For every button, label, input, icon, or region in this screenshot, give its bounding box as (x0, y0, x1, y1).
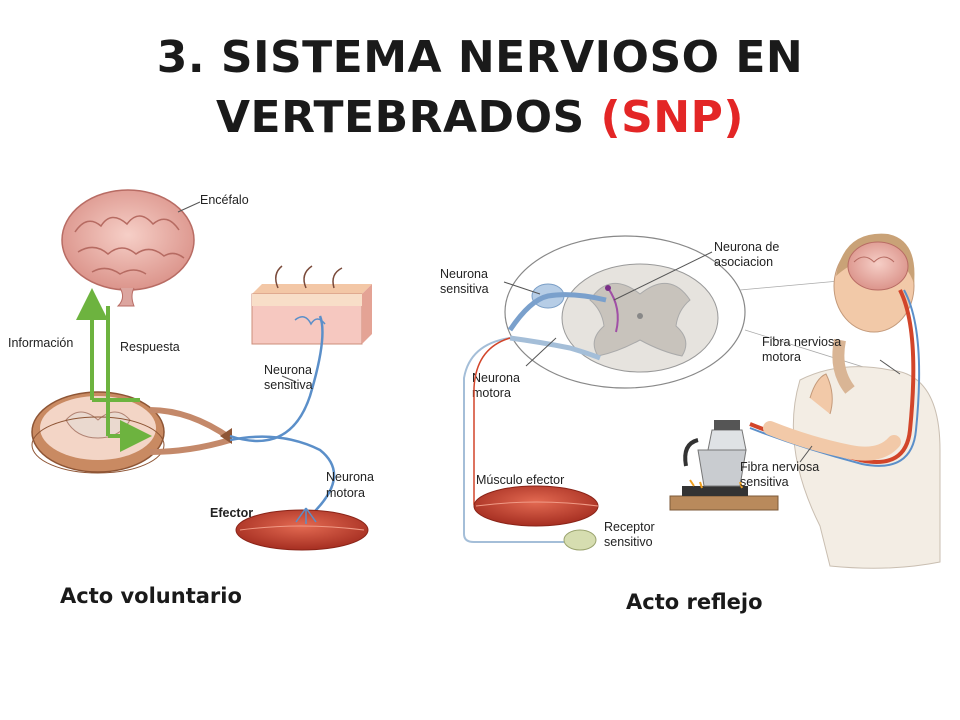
label-neurona-asociacion-l1: Neurona de (714, 240, 779, 254)
caption-acto-reflejo: Acto reflejo (626, 590, 763, 614)
page-title: 3. SISTEMA NERVIOSO EN VERTEBRADOS (SNP) (0, 28, 960, 148)
brain-left (61, 189, 195, 307)
label-encefalo: Encéfalo (200, 193, 249, 207)
label-neurona-sensitiva-r-l2: sensitiva (440, 282, 489, 296)
label-musculo-efector: Músculo efector (476, 473, 564, 487)
label-neurona-motora-r-l1: Neurona (472, 371, 520, 385)
skin-block (251, 265, 372, 345)
spinal-cord-right (561, 263, 719, 373)
label-informacion: Información (8, 336, 73, 350)
label-neurona-motora-r-l2: motora (472, 386, 511, 400)
label-fibra-motora-l2: motora (762, 350, 801, 364)
label-neurona-motora-l2: motora (326, 486, 365, 500)
person (749, 233, 941, 569)
label-neurona-motora-l1: Neurona (326, 470, 374, 484)
label-receptor-l2: sensitivo (604, 535, 653, 549)
effector-muscle-right (473, 485, 599, 527)
label-neurona-sensitiva-l1: Neurona (264, 363, 312, 377)
coffee-pot (669, 420, 779, 511)
title-accent: (SNP) (600, 92, 744, 143)
label-efector: Efector (210, 506, 253, 520)
caption-acto-voluntario: Acto voluntario (60, 584, 242, 608)
label-fibra-sensitiva-l1: Fibra nerviosa (740, 460, 819, 474)
title-line-2-text: VERTEBRADOS (216, 92, 601, 143)
spinal-cord-left (31, 391, 165, 474)
right-diagram: Neurona sensitiva Neurona de asociacion … (440, 233, 941, 569)
label-neurona-sensitiva-r-l1: Neurona (440, 267, 488, 281)
label-fibra-motora-l1: Fibra nerviosa (762, 335, 841, 349)
label-fibra-sensitiva-l2: sensitiva (740, 475, 789, 489)
label-respuesta: Respuesta (120, 340, 180, 354)
label-neurona-asociacion-l2: asociacion (714, 255, 773, 269)
title-line-2: VERTEBRADOS (SNP) (0, 88, 960, 148)
title-line-1: 3. SISTEMA NERVIOSO EN (156, 32, 804, 83)
effector-muscle-left (235, 507, 369, 551)
label-receptor-l1: Receptor (604, 520, 655, 534)
info-response-arrows (76, 288, 152, 452)
left-diagram: Encéfalo Información Respuesta (8, 189, 374, 551)
label-neurona-sensitiva-l2: sensitiva (264, 378, 313, 392)
